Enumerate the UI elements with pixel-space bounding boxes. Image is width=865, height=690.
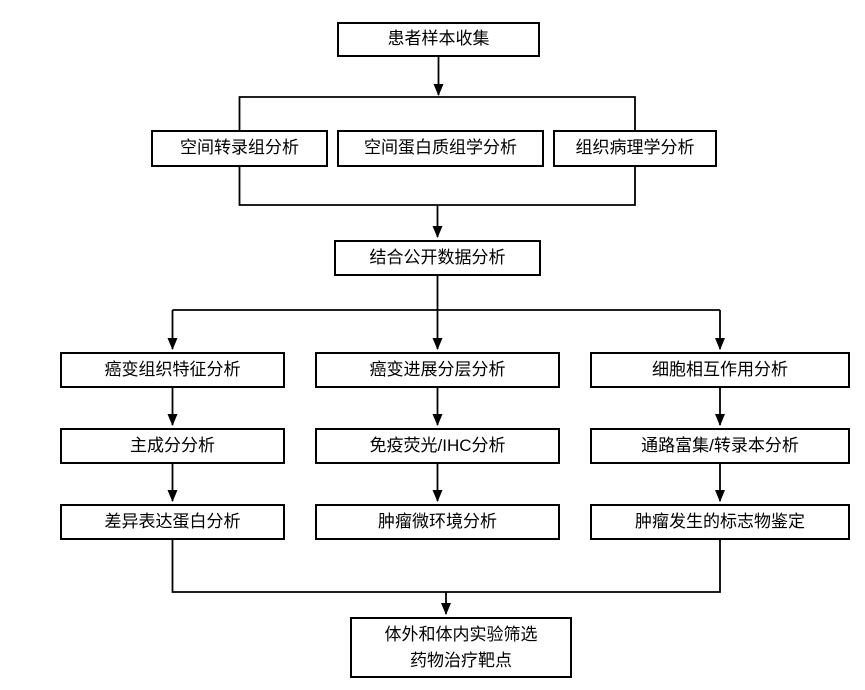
node-spatial-proteomics-analysis: 空间蛋白质组学分析 bbox=[337, 130, 544, 167]
node-drug-target-screening: 体外和体内实验筛选 药物治疗靶点 bbox=[350, 617, 572, 678]
node-patient-sample-collection: 患者样本收集 bbox=[337, 22, 540, 57]
node-label: 癌变进展分层分析 bbox=[369, 359, 506, 379]
node-label: 癌变组织特征分析 bbox=[104, 359, 241, 379]
node-label: 通路富集/转录本分析 bbox=[641, 435, 799, 455]
node-immunofluorescence-ihc-analysis: 免疫荧光/IHC分析 bbox=[315, 428, 560, 464]
node-cancer-tissue-feature-analysis: 癌变组织特征分析 bbox=[60, 352, 285, 388]
node-cell-interaction-analysis: 细胞相互作用分析 bbox=[590, 352, 850, 388]
node-label: 组织病理学分析 bbox=[575, 138, 695, 158]
node-tumorigenesis-marker-identification: 肿瘤发生的标志物鉴定 bbox=[590, 504, 850, 540]
connector-split-row2 bbox=[238, 96, 636, 130]
node-label: 患者样本收集 bbox=[387, 29, 490, 49]
node-label: 差异表达蛋白分析 bbox=[104, 511, 241, 531]
node-label: 免疫荧光/IHC分析 bbox=[369, 435, 506, 455]
node-label: 肿瘤发生的标志物鉴定 bbox=[635, 511, 805, 531]
node-label: 空间蛋白质组学分析 bbox=[364, 138, 517, 158]
node-public-data-integration: 结合公开数据分析 bbox=[334, 240, 541, 276]
node-tumor-microenvironment-analysis: 肿瘤微环境分析 bbox=[315, 504, 560, 540]
node-label-line1: 体外和体内实验筛选 bbox=[384, 625, 538, 644]
node-differential-protein-expression-analysis: 差异表达蛋白分析 bbox=[60, 504, 285, 540]
node-histopathology-analysis: 组织病理学分析 bbox=[553, 130, 717, 167]
node-cancer-progression-stratification: 癌变进展分层分析 bbox=[315, 352, 560, 388]
node-pathway-enrichment-transcript-analysis: 通路富集/转录本分析 bbox=[590, 428, 850, 464]
node-label: 主成分分析 bbox=[130, 435, 215, 455]
node-label-line2: 药物治疗靶点 bbox=[410, 650, 512, 670]
connector-merge-row2 bbox=[238, 167, 636, 206]
node-label: 肿瘤微环境分析 bbox=[378, 511, 497, 531]
node-label: 结合公开数据分析 bbox=[369, 247, 506, 267]
node-label: 细胞相互作用分析 bbox=[652, 359, 788, 379]
node-label: 空间转录组分析 bbox=[180, 138, 299, 158]
node-principal-component-analysis: 主成分分析 bbox=[60, 428, 285, 464]
connector-bottom-merge bbox=[171, 540, 721, 593]
node-spatial-transcriptomics-analysis: 空间转录组分析 bbox=[151, 130, 328, 167]
